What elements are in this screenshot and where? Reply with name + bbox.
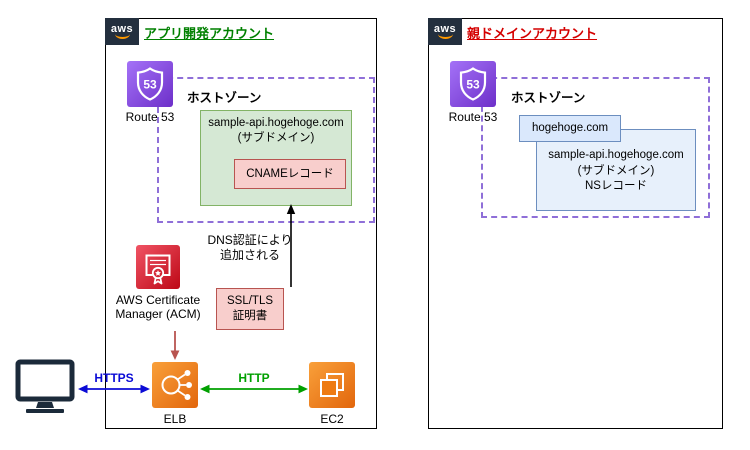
client-computer-icon: [14, 358, 76, 416]
route53-label-left: Route 53: [125, 110, 175, 124]
cname-record-box: CNAMEレコード: [234, 159, 346, 189]
aws-logo-right: aws: [428, 18, 462, 45]
https-label: HTTPS: [94, 371, 134, 385]
left-account-title: アプリ開発アカウント: [144, 26, 275, 41]
aws-logo-text: aws: [110, 23, 134, 35]
ns-box-line3: NSレコード: [585, 180, 647, 193]
acm-label: AWS Certificate Manager (ACM): [104, 293, 212, 322]
route53-label-right: Route 53: [448, 110, 498, 124]
route53-icon-left: 53: [127, 61, 173, 107]
dns-validation-note: DNS認証により 追加される: [198, 233, 302, 263]
elb-icon: [152, 362, 198, 408]
dns-note-line1: DNS認証により: [207, 233, 293, 247]
left-hosted-zone-boundary: [157, 77, 375, 223]
instance-chip-icon: [320, 373, 344, 397]
route53-icon-right: 53: [450, 61, 496, 107]
aws-logo-left: aws: [105, 18, 139, 45]
load-balancer-icon: [161, 370, 192, 400]
elb-label: ELB: [163, 412, 187, 426]
right-hosted-zone-label: ホストゾーン: [511, 91, 586, 105]
parent-domain-box: hogehoge.com: [519, 115, 621, 142]
ns-box-line2: (サブドメイン): [577, 164, 655, 177]
acm-icon: [136, 245, 180, 289]
right-account-title: 親ドメインアカウント: [467, 26, 598, 41]
monitor-icon: [15, 359, 75, 413]
aws-logo-text: aws: [433, 23, 457, 35]
ssl-box-line1: SSL/TLS: [226, 295, 274, 308]
ssl-cert-box: SSL/TLS 証明書: [216, 288, 284, 330]
left-hosted-zone-label: ホストゾーン: [187, 91, 262, 105]
ec2-label: EC2: [320, 412, 344, 426]
route53-shield-icon: 53: [459, 67, 487, 101]
ns-box-line1: sample-api.hogehoge.com: [548, 149, 684, 161]
svg-text:53: 53: [466, 78, 480, 92]
http-label: HTTP: [238, 371, 270, 385]
ec2-icon: [309, 362, 355, 408]
right-hosted-zone-boundary: [481, 77, 710, 218]
ssl-box-line2: 証明書: [232, 310, 268, 322]
ns-record-box: sample-api.hogehoge.com (サブドメイン) NSレコード: [536, 129, 696, 211]
dns-note-line2: 追加される: [219, 248, 280, 262]
subdomain-line2: (サブドメイン): [237, 131, 315, 144]
subdomain-box: sample-api.hogehoge.com (サブドメイン): [200, 110, 352, 206]
acm-label-line2: Manager (ACM): [115, 307, 201, 322]
svg-text:53: 53: [143, 78, 157, 92]
aws-smile-icon: [114, 34, 130, 39]
acm-label-line1: AWS Certificate: [115, 293, 201, 307]
aws-smile-icon: [437, 34, 453, 39]
subdomain-line1: sample-api.hogehoge.com: [208, 117, 344, 129]
certificate-icon: [145, 254, 171, 285]
route53-shield-icon: 53: [136, 67, 164, 101]
